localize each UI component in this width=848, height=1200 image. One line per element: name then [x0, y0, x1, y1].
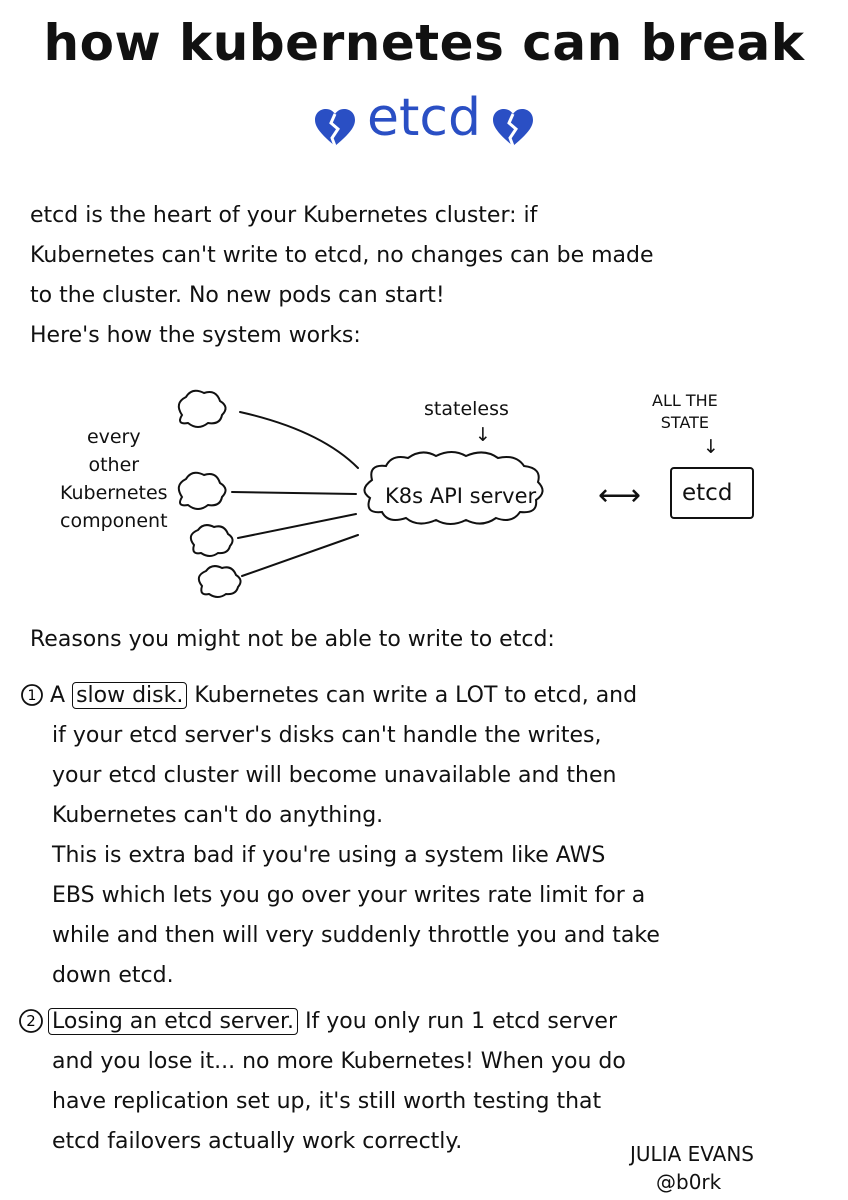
subtitle-text: etcd	[367, 88, 481, 148]
signature: JULIA EVANS @b0rk	[630, 1140, 754, 1196]
all-state-arrow: ↓	[703, 436, 719, 458]
connector-line	[241, 534, 359, 577]
intro-line: Kubernetes can't write to etcd, no chang…	[30, 243, 654, 268]
number-circle-icon: 1	[21, 684, 43, 706]
etcd-label: etcd	[682, 480, 733, 506]
component-cloud	[197, 565, 242, 598]
svg-text:1: 1	[28, 688, 37, 704]
reason-1-highlight: slow disk.	[72, 682, 188, 709]
broken-heart-icon	[491, 101, 535, 147]
connector-line	[237, 513, 357, 539]
etcd-box	[670, 467, 754, 519]
signature-name: JULIA EVANS	[630, 1142, 754, 1166]
component-cloud	[189, 524, 234, 557]
component-cloud	[177, 471, 227, 510]
component-cloud	[177, 389, 227, 428]
broken-heart-icon	[313, 101, 357, 147]
reason-2-highlight: Losing an etcd server.	[48, 1008, 299, 1035]
architecture-diagram	[177, 389, 754, 598]
page-subtitle: etcd	[0, 88, 848, 148]
reason-number-1: 1	[20, 676, 44, 716]
signature-handle: @b0rk	[656, 1170, 722, 1194]
svg-text:2: 2	[26, 1012, 36, 1030]
reasons-heading: Reasons you might not be able to write t…	[30, 627, 555, 652]
api-server-label: K8s API server	[385, 484, 537, 508]
api-server-cloud	[363, 451, 544, 525]
reason-1-body: if your etcd server's disks can't handle…	[52, 723, 660, 988]
components-label: every other Kubernetes component	[60, 426, 168, 532]
intro-line: to the cluster. No new pods can start!	[30, 283, 445, 308]
connector-line	[231, 491, 357, 495]
all-state-label: ALL THE STATE	[652, 391, 718, 432]
reason-2-first-line: Losing an etcd server. If you only run 1…	[48, 1002, 617, 1042]
intro-line: etcd is the heart of your Kubernetes clu…	[30, 203, 538, 228]
intro-line: Here's how the system works:	[30, 323, 361, 348]
page-title: how kubernetes can break	[43, 14, 805, 72]
reason-2-body: and you lose it... no more Kubernetes! W…	[52, 1049, 626, 1154]
connector-line	[239, 411, 359, 469]
intro-paragraph: etcd is the heart of your Kubernetes clu…	[30, 196, 654, 356]
reason-1-first-line: A slow disk. Kubernetes can write a LOT …	[50, 682, 638, 709]
number-circle-icon: 2	[19, 1009, 43, 1033]
stateless-arrow: ↓	[475, 424, 491, 446]
reason-number-2: 2	[18, 1002, 44, 1042]
bidirectional-arrow-icon: ⟷	[598, 478, 642, 513]
stateless-label: stateless	[424, 398, 509, 420]
